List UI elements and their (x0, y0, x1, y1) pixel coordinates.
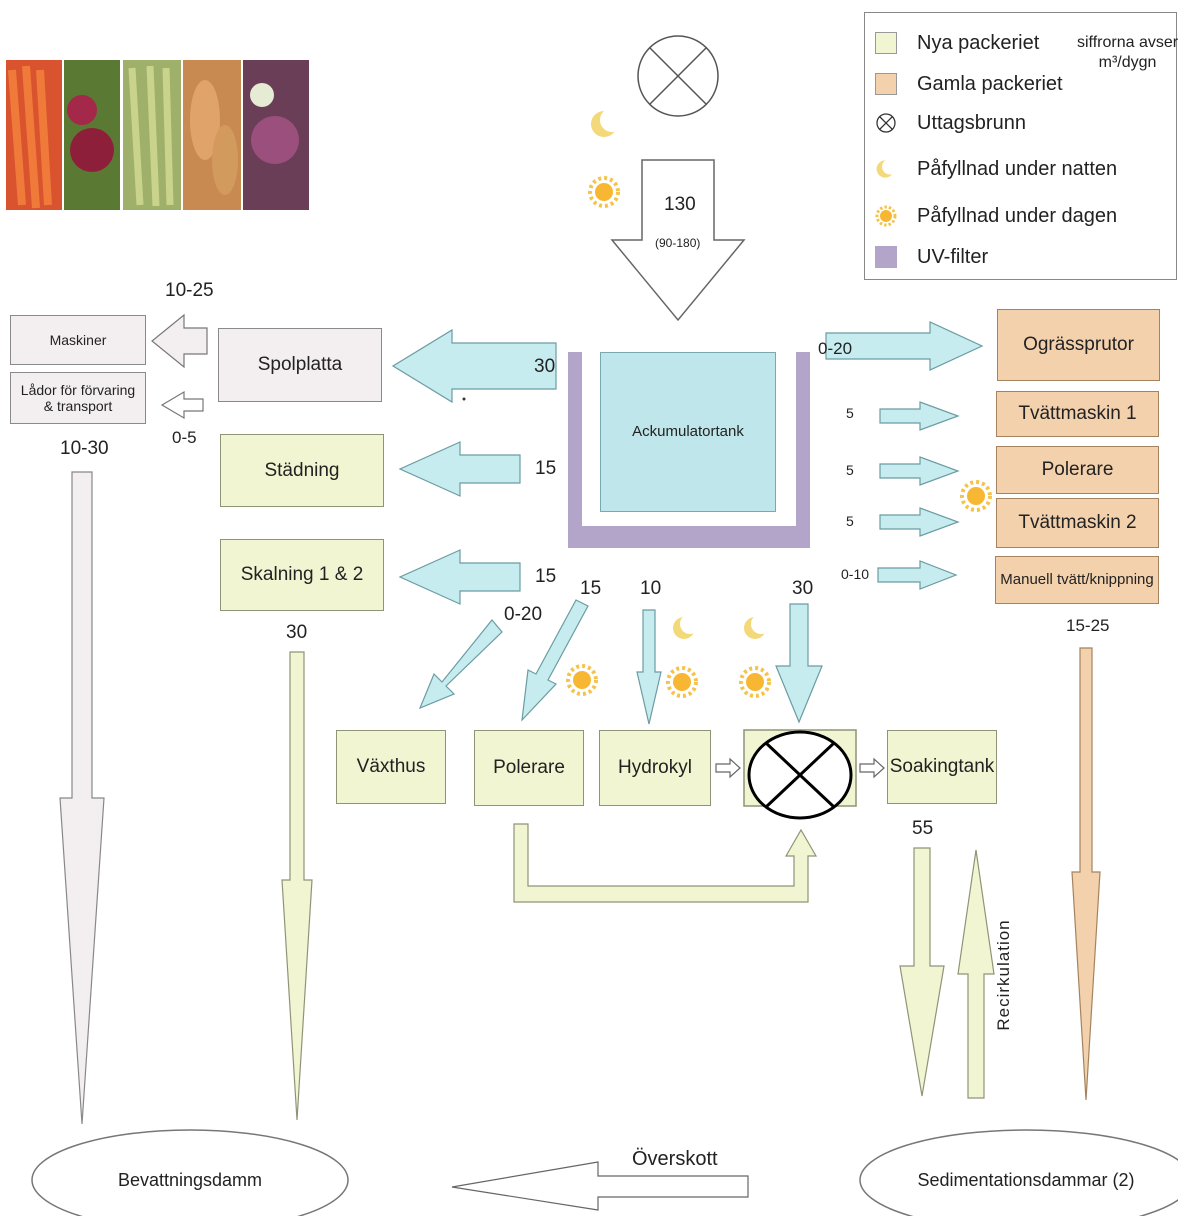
arrow-brunn-to-soaking (859, 757, 885, 779)
moon-icon (673, 614, 700, 639)
moon-icon (876, 158, 897, 178)
moon-icon (591, 108, 624, 137)
arrow-to-vaxthus (418, 619, 503, 710)
ograssprutor-box: Ogrässprutor (997, 309, 1160, 381)
flow-skalning: 15 (535, 566, 557, 587)
sun-icon (875, 205, 897, 227)
arrow-overskott (451, 1161, 749, 1211)
flow-right-total: 15-25 (1066, 616, 1110, 635)
flow-stadning: 15 (535, 458, 557, 479)
lador-box: Lådor för förvaring & transport (10, 372, 146, 424)
inflow-value: 130 (664, 194, 696, 215)
sedimentationsdammar (859, 1129, 1178, 1216)
maskiner-box: Maskiner (10, 315, 146, 365)
vegetable-photo (6, 60, 309, 210)
flow-ograssprutor: 0-20 (818, 339, 853, 358)
flow-skalning-down: 30 (286, 622, 308, 643)
legend-label: Påfyllnad under natten (917, 157, 1118, 180)
flow-vaxthus: 0-20 (504, 604, 543, 625)
circle-cross-icon (876, 113, 896, 133)
flow-brunn: 30 (792, 578, 814, 599)
sun-icon (666, 666, 698, 698)
arrow-to-skalning (398, 549, 521, 605)
arrow-to-lador (160, 390, 204, 420)
ackumulatortank: Ackumulatortank (600, 352, 776, 512)
top-uttagsbrunn-icon (637, 35, 719, 117)
uv-filter (568, 352, 810, 548)
uttagsbrunn-icon (747, 730, 853, 820)
legend-label: Gamla packeriet (917, 72, 1063, 95)
arrow-to-tvattmaskin1 (879, 401, 960, 431)
arrow-to-maskiner (151, 313, 208, 369)
flow-left-total: 10-30 (60, 438, 109, 459)
arrow-to-polerare-right (879, 456, 960, 486)
arrow-to-polerare (521, 599, 589, 722)
arrow-right-to-sedimentation (1071, 647, 1101, 1101)
bevattningsdamm (31, 1129, 349, 1216)
legend-item-gamla: Gamla packeriet (875, 69, 1063, 99)
overskott-label: Överskott (632, 1148, 718, 1170)
arrow-skalning-to-bevattning (281, 651, 313, 1121)
arrow-to-spolplatta (391, 328, 557, 404)
polerare-right-box: Polerare (996, 446, 1159, 494)
soakingtank-box: Soakingtank (887, 730, 997, 804)
legend-note: siffrorna avser m³/dygn (1077, 34, 1178, 71)
legend-item-dag: Påfyllnad under dagen (875, 201, 1117, 231)
legend-swatch-gamla (875, 73, 897, 95)
legend-item-nya: Nya packeriet (875, 28, 1039, 58)
legend-label: Påfyllnad under dagen (917, 204, 1118, 227)
sedimentation-label: Sedimentationsdammar (2) (917, 1169, 1135, 1190)
inflow-range: (90-180) (655, 236, 701, 250)
manuell-box: Manuell tvätt/knippning (995, 556, 1159, 604)
skalning-box: Skalning 1 & 2 (220, 539, 384, 611)
arrow-to-ograssprutor (825, 321, 984, 371)
legend-item-uttagsbrunn: Uttagsbrunn (875, 108, 1026, 138)
flow-soaking: 55 (912, 818, 934, 839)
flow-hydrokyl: 10 (640, 578, 662, 599)
arrow-soaking-to-sedimentation (899, 847, 945, 1097)
sun-icon (739, 666, 771, 698)
flow-spolplatta: 30 (534, 356, 556, 377)
moon-icon (744, 614, 771, 639)
arrow-recirkulation (957, 849, 995, 1099)
flow-tvattmaskin2: 5 (846, 513, 854, 529)
recirkulation-label: Recirkulation (994, 919, 1013, 1031)
flow-polerare: 15 (580, 578, 602, 599)
polerare-return-loop (513, 823, 818, 903)
legend-label: UV-filter (917, 245, 989, 268)
legend: siffrorna avser m³/dygn Nya packeriet Ga… (864, 12, 1178, 280)
spolplatta-box: Spolplatta (218, 328, 382, 402)
legend-item-uv: UV-filter (875, 242, 988, 272)
arrow-left-to-bevattning (59, 471, 105, 1125)
sun-icon (566, 664, 598, 696)
legend-item-natt: Påfyllnad under natten (875, 154, 1117, 184)
hydrokyl-box: Hydrokyl (599, 730, 711, 806)
vaxthus-box: Växthus (336, 730, 446, 804)
inflow-arrow (610, 159, 746, 322)
sun-icon (960, 480, 992, 512)
legend-swatch-nya (875, 32, 897, 54)
legend-label: Uttagsbrunn (917, 111, 1026, 134)
arrow-to-hydrokyl (636, 609, 662, 725)
sun-icon (588, 176, 620, 208)
tvattmaskin2-box: Tvättmaskin 2 (996, 498, 1159, 548)
flow-manuell: 0-10 (841, 566, 870, 582)
legend-label: Nya packeriet (917, 31, 1040, 54)
arrow-to-manuell (877, 560, 958, 590)
flow-polerare-right: 5 (846, 462, 854, 478)
stray-dot (462, 397, 466, 401)
arrow-to-tvattmaskin2 (879, 507, 960, 537)
flow-maskiner: 10-25 (165, 280, 214, 301)
arrow-hydrokyl-to-brunn (715, 757, 741, 779)
flow-tvattmaskin1: 5 (846, 405, 854, 421)
legend-swatch-uv (875, 246, 897, 268)
polerare-box: Polerare (474, 730, 584, 806)
flow-lador: 0-5 (172, 428, 197, 447)
tvattmaskin1-box: Tvättmaskin 1 (996, 391, 1159, 437)
arrow-to-stadning (398, 441, 521, 497)
stadning-box: Städning (220, 434, 384, 507)
arrow-to-brunn (775, 603, 823, 724)
bevattningsdamm-label: Bevattningsdamm (117, 1169, 263, 1190)
